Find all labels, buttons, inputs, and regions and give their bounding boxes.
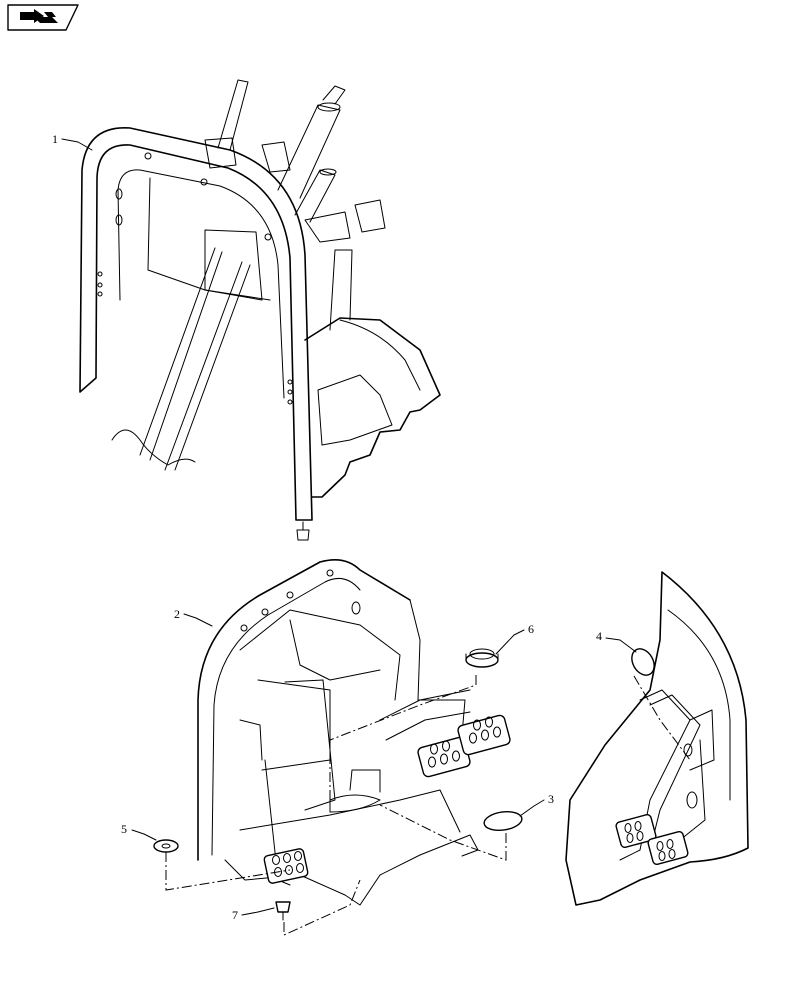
callout-number-7: 7 [232,908,238,922]
side-panel-pedal-a [615,813,657,849]
brake-pedal-left [263,848,309,884]
grommet [465,648,499,668]
callout-4: 4 [596,629,637,653]
callout-2: 2 [174,607,213,627]
callout-number-5: 5 [121,822,127,836]
upper-console-housing [79,79,441,541]
return-button[interactable] [7,4,79,31]
side-panel [565,571,749,906]
side-panel-pedal-b [647,830,689,866]
callout-number-4: 4 [596,629,602,643]
bolt [275,901,291,921]
callout-number-3: 3 [548,792,554,806]
plug-4 [631,648,655,676]
alignment-lines [165,675,691,936]
callout-number-6: 6 [528,622,534,636]
callout-5: 5 [121,822,157,841]
return-arrow-icon [20,9,58,23]
washer [153,839,179,853]
plug-3 [483,811,523,831]
callout-number-2: 2 [174,607,180,621]
callout-7: 7 [232,907,275,922]
callout-6: 6 [495,622,534,655]
pedal-pair-right [379,689,511,778]
callout-1: 1 [52,132,93,151]
fastener-upper [296,521,310,541]
lower-console-housing [197,559,511,906]
callout-3: 3 [519,792,554,817]
callout-number-1: 1 [52,132,58,146]
